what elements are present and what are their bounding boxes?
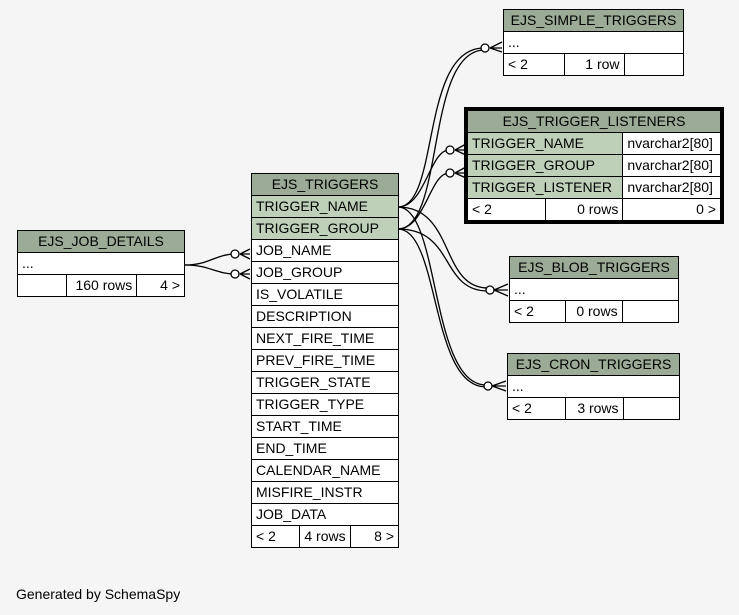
column-next-fire-time: NEXT_FIRE_TIME: [251, 327, 399, 350]
row-count: 3 rows: [564, 397, 624, 420]
column-is-volatile: IS_VOLATILE: [251, 283, 399, 306]
table-row: ...: [17, 252, 185, 275]
column-start-time: START_TIME: [251, 415, 399, 438]
row-count: 1 row: [563, 53, 625, 76]
column-type: nvarchar2[80]: [622, 132, 721, 155]
table-row: ...: [503, 31, 684, 54]
row-count: 4 rows: [298, 525, 352, 548]
optional-marker-blob: [485, 285, 495, 295]
column-job-group: JOB_GROUP: [251, 261, 399, 284]
children-count: 8 >: [350, 525, 399, 548]
children-count: 0 >: [622, 198, 721, 221]
table-header[interactable]: EJS_TRIGGERS: [251, 173, 399, 196]
edge-triggers-group-to-blob-triggers: [397, 228, 489, 292]
column-prev-fire-time: PREV_FIRE_TIME: [251, 349, 399, 372]
column-calendar-name: CALENDAR_NAME: [251, 459, 399, 482]
column-type: nvarchar2[80]: [622, 176, 721, 199]
children-count: 4 >: [136, 274, 185, 297]
parents-count: < 2: [251, 525, 300, 548]
crowsfoot-cron: [491, 380, 507, 392]
column-name: TRIGGER_LISTENER: [466, 176, 624, 199]
crowsfoot-job-name: [239, 248, 251, 260]
table-header[interactable]: EJS_SIMPLE_TRIGGERS: [503, 9, 684, 32]
children-count: [621, 300, 680, 323]
column-misfire-instr: MISFIRE_INSTR: [251, 481, 399, 504]
row-count: 0 rows: [564, 300, 623, 323]
table-ejs-cron-triggers[interactable]: EJS_CRON_TRIGGERS ... < 2 3 rows: [507, 353, 681, 420]
crowsfoot-listeners-name: [454, 143, 467, 156]
parents-count: < 2: [503, 53, 565, 76]
crowsfoot-simple: [489, 41, 503, 53]
column-trigger-group: TRIGGER_GROUP: [251, 217, 399, 240]
column-trigger-name: TRIGGER_NAME: [251, 195, 399, 218]
table-ejs-job-details[interactable]: EJS_JOB_DETAILS ... 160 rows 4 >: [16, 230, 185, 297]
parents-count: < 2: [509, 300, 566, 323]
optional-marker-job-name: [230, 249, 240, 259]
table-ejs-triggers[interactable]: EJS_TRIGGERS TRIGGER_NAME TRIGGER_GROUP …: [251, 173, 399, 548]
crowsfoot-job-group: [239, 268, 251, 280]
crowsfoot-blob: [493, 283, 509, 297]
edge-job-details-to-job-group: [184, 264, 237, 275]
generated-by-footer: Generated by SchemaSpy: [16, 586, 181, 602]
parents-count: < 2: [467, 198, 546, 221]
edge-triggers-to-cron-triggers: [397, 206, 487, 386]
column-job-name: JOB_NAME: [251, 239, 399, 262]
parents-count: [16, 274, 68, 297]
table-ejs-simple-triggers[interactable]: EJS_SIMPLE_TRIGGERS ... < 2 1 row: [503, 9, 684, 76]
edge-triggers-group-to-cron-triggers: [397, 228, 487, 388]
optional-marker-cron: [483, 381, 493, 391]
children-count: [622, 397, 681, 420]
table-header[interactable]: EJS_TRIGGER_LISTENERS: [467, 110, 721, 133]
table-header[interactable]: EJS_JOB_DETAILS: [17, 230, 185, 253]
table-header[interactable]: EJS_CRON_TRIGGERS: [507, 353, 680, 376]
column-description: DESCRIPTION: [251, 305, 399, 328]
column-name: TRIGGER_GROUP: [466, 154, 624, 177]
crowsfoot-listeners-group: [454, 166, 467, 179]
parents-count: < 2: [507, 397, 566, 420]
optional-marker-simple: [480, 43, 490, 53]
table-row: ...: [507, 375, 680, 398]
column-trigger-type: TRIGGER_TYPE: [251, 393, 399, 416]
column-end-time: END_TIME: [251, 437, 399, 460]
edge-triggers-to-listeners-group: [397, 172, 450, 230]
optional-marker-listeners-name: [445, 145, 455, 155]
table-ejs-trigger-listeners[interactable]: EJS_TRIGGER_LISTENERS TRIGGER_NAME nvarc…: [464, 107, 724, 224]
column-type: nvarchar2[80]: [622, 154, 721, 177]
column-name: TRIGGER_NAME: [466, 132, 624, 155]
column-trigger-state: TRIGGER_STATE: [251, 371, 399, 394]
optional-marker-listeners-group: [445, 168, 455, 178]
edge-job-details-to-job-name: [184, 253, 237, 266]
row-count: 160 rows: [66, 274, 138, 297]
edge-triggers-to-listeners-name: [397, 149, 450, 208]
table-row: ...: [509, 278, 679, 301]
children-count: [623, 53, 684, 76]
row-count: 0 rows: [544, 198, 624, 221]
table-ejs-blob-triggers[interactable]: EJS_BLOB_TRIGGERS ... < 2 0 rows: [509, 256, 680, 323]
table-header[interactable]: EJS_BLOB_TRIGGERS: [509, 256, 679, 279]
optional-marker-job-group: [230, 269, 240, 279]
column-job-data: JOB_DATA: [251, 503, 399, 526]
